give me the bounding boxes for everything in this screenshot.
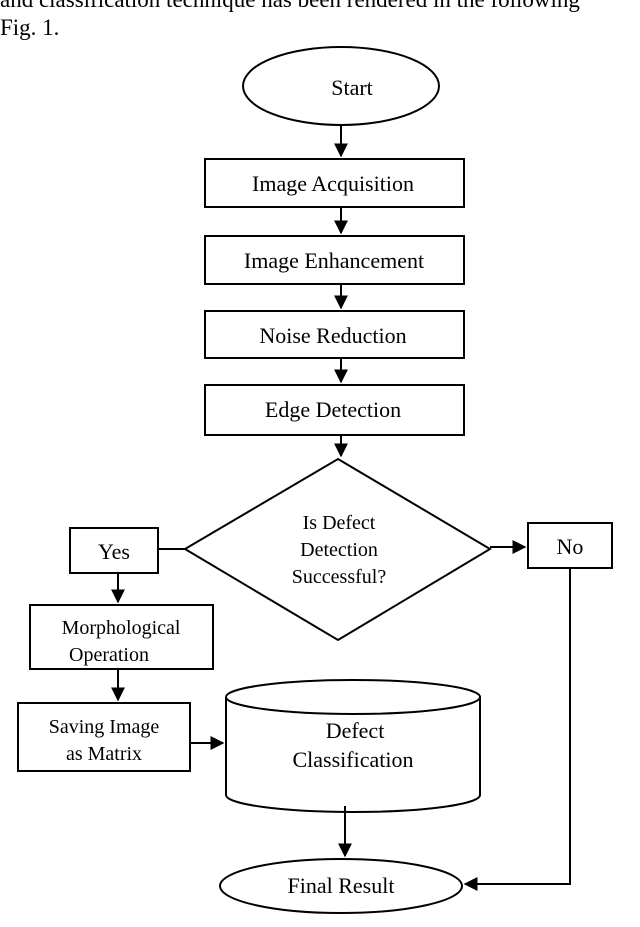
edge-detection-box: Edge Detection	[204, 384, 465, 436]
final-result-label: Final Result	[288, 873, 395, 898]
defect-classification-line-2: Classification	[293, 747, 414, 772]
image-acquisition-box: Image Acquisition	[204, 158, 465, 208]
decision-label-line-2: Detection	[300, 539, 378, 561]
yes-box: Yes	[69, 527, 159, 574]
intro-line-2: Fig. 1.	[0, 15, 60, 40]
morphological-label-line-1: Morphological	[62, 617, 181, 639]
saving-label-line-1: Saving Image	[49, 716, 160, 738]
defect-classification-database: Defect Classification	[225, 679, 481, 813]
arrow-no-to-final	[463, 568, 571, 891]
morphological-label-line-2: Operation	[69, 644, 149, 666]
intro-text: and classification technique has been re…	[0, 0, 640, 42]
defect-classification-line-1: Defect	[326, 718, 385, 743]
start-label: Start	[331, 75, 373, 100]
start-node: Start	[242, 46, 440, 126]
noise-reduction-box: Noise Reduction	[204, 310, 465, 359]
image-enhancement-box: Image Enhancement	[204, 235, 465, 285]
saving-label-line-2: as Matrix	[66, 743, 142, 765]
no-label: No	[557, 534, 584, 559]
decision-node: Is Defect Detection Successful?	[183, 457, 492, 642]
yes-label: Yes	[98, 539, 130, 564]
image-acquisition-label: Image Acquisition	[252, 171, 414, 196]
noise-reduction-label: Noise Reduction	[259, 323, 406, 348]
morphological-operation-box: Morphological Operation	[29, 604, 214, 670]
final-result-node: Final Result	[219, 858, 463, 914]
decision-label-line-1: Is Defect	[303, 512, 376, 534]
intro-line-1: and classification technique has been re…	[0, 0, 640, 14]
edge-detection-label: Edge Detection	[265, 397, 401, 422]
no-box: No	[527, 522, 613, 569]
image-enhancement-label: Image Enhancement	[244, 248, 424, 273]
saving-image-box: Saving Image as Matrix	[17, 702, 191, 772]
decision-label-line-3: Successful?	[292, 566, 387, 588]
